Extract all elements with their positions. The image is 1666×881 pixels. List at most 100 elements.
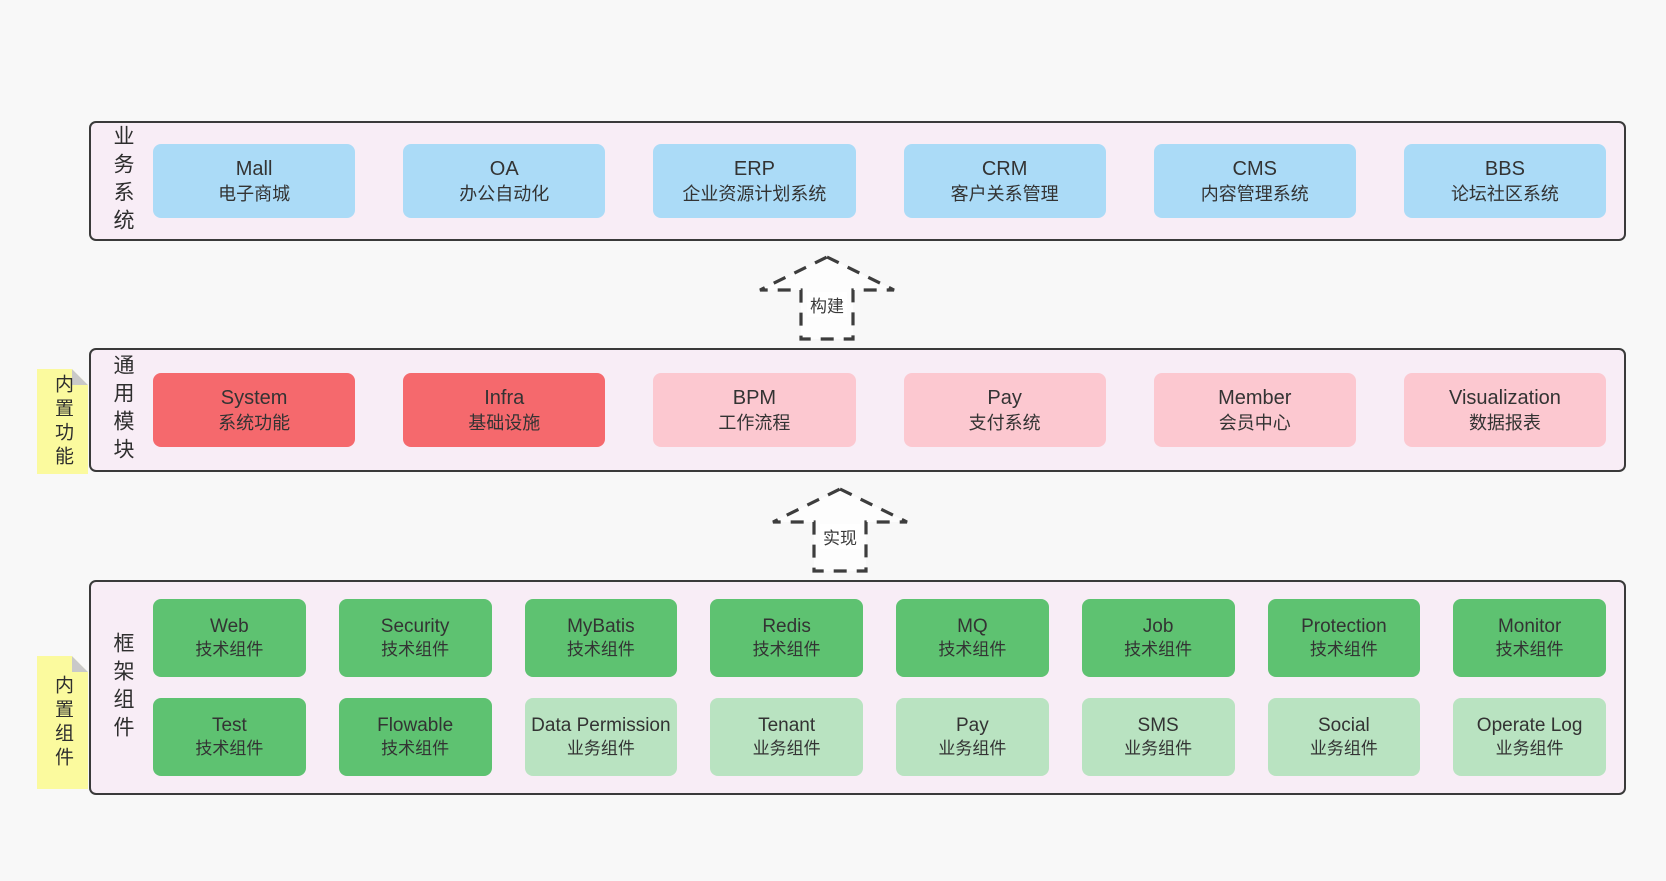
box-system-desc: 系统功能 [218,412,291,433]
box-pay-component-name: Pay [956,715,989,737]
box-monitor: Monitor 技术组件 [1453,599,1606,677]
box-flowable: Flowable 技术组件 [338,698,492,776]
box-mq-name: MQ [957,616,988,638]
box-visualization-name: Visualization [1448,386,1561,409]
box-data-permission-name: Data Permission [531,715,671,737]
box-cms-name: CMS [1232,157,1277,180]
box-job-desc: 技术组件 [1124,639,1193,659]
box-social: Social 业务组件 [1267,698,1421,776]
box-sms-desc: 业务组件 [1124,738,1193,758]
arrow-implement-label: 实现 [820,524,860,549]
box-flowable-desc: 技术组件 [381,738,450,758]
box-bpm: BPM 工作流程 [653,373,856,447]
box-security-desc: 技术组件 [381,639,450,659]
note-built-in-components-label: 内置组件 [52,674,73,771]
box-bbs-desc: 论坛社区系统 [1450,183,1559,204]
box-oa-name: OA [489,157,519,180]
layer-label-common-modules: 通用模块 [111,354,134,466]
box-visualization: Visualization 数据报表 [1403,373,1607,447]
box-redis: Redis 技术组件 [710,599,863,677]
box-bpm-name: BPM [732,386,777,409]
folded-corner-icon [72,656,88,672]
box-data-permission-desc: 业务组件 [566,738,635,758]
box-pay-module: Pay 支付系统 [903,373,1106,447]
box-crm: CRM 客户关系管理 [903,144,1106,218]
box-infra: Infra 基础设施 [403,373,606,447]
layer-label-business-systems: 业务系统 [111,125,134,237]
box-crm-desc: 客户关系管理 [950,183,1059,204]
box-cms: CMS 内容管理系统 [1153,144,1356,218]
box-operate-log-desc: 业务组件 [1495,738,1564,758]
box-test-name: Test [211,715,247,737]
box-oa-desc: 办公自动化 [459,183,550,204]
box-infra-name: Infra [484,386,525,409]
layer-label-framework-components: 框架组件 [111,631,134,744]
box-protection: Protection 技术组件 [1267,599,1421,677]
box-tenant-name: Tenant [758,715,816,737]
box-web-name: Web [210,616,249,638]
arrow-implement: 实现 [770,486,910,574]
box-data-permission: Data Permission 业务组件 [524,698,678,776]
box-web-desc: 技术组件 [195,639,264,659]
business-systems-row: Mall 电子商城 OA 办公自动化 ERP 企业资源计划系统 CRM 客户关系… [153,123,1624,239]
box-monitor-name: Monitor [1497,616,1562,638]
box-security: Security 技术组件 [338,599,492,677]
box-security-name: Security [380,616,450,638]
arrow-build: 构建 [757,254,897,342]
box-mybatis-name: MyBatis [567,616,635,638]
box-pay-module-desc: 支付系统 [968,412,1041,433]
box-web: Web 技术组件 [153,599,306,677]
arrow-build-label: 构建 [807,292,847,317]
box-system-name: System [220,386,288,409]
box-tenant: Tenant 业务组件 [710,698,863,776]
box-oa: OA 办公自动化 [403,144,606,218]
layer-common-modules: 通用模块 System 系统功能 Infra 基础设施 BPM 工作流程 Pay… [89,348,1626,472]
box-mall-name: Mall [235,157,273,180]
layer-framework-components: 框架组件 Web 技术组件 Security 技术组件 MyBatis 技术组件… [89,580,1626,795]
box-redis-desc: 技术组件 [752,639,821,659]
box-pay-component-desc: 业务组件 [938,738,1007,758]
box-erp-name: ERP [733,157,775,180]
framework-components-grid: Web 技术组件 Security 技术组件 MyBatis 技术组件 Redi… [153,582,1624,793]
box-bbs: BBS 论坛社区系统 [1403,144,1607,218]
box-pay-module-name: Pay [987,386,1022,409]
box-redis-name: Redis [762,616,811,638]
box-visualization-desc: 数据报表 [1468,412,1541,433]
box-protection-desc: 技术组件 [1309,639,1378,659]
box-social-desc: 业务组件 [1309,738,1378,758]
box-monitor-desc: 技术组件 [1495,639,1564,659]
box-infra-desc: 基础设施 [468,412,541,433]
box-system: System 系统功能 [153,373,356,447]
box-pay-component: Pay 业务组件 [896,698,1049,776]
box-member: Member 会员中心 [1153,373,1356,447]
box-job: Job 技术组件 [1081,599,1235,677]
box-bbs-name: BBS [1484,157,1525,180]
box-operate-log: Operate Log 业务组件 [1453,698,1606,776]
note-built-in-features-label: 内置功能 [52,373,73,470]
box-member-name: Member [1218,386,1292,409]
box-mq-desc: 技术组件 [938,639,1007,659]
box-job-name: Job [1142,616,1174,638]
components-row-2: Test 技术组件 Flowable 技术组件 Data Permission … [153,698,1606,776]
components-row-1: Web 技术组件 Security 技术组件 MyBatis 技术组件 Redi… [153,599,1606,677]
box-mybatis: MyBatis 技术组件 [524,599,678,677]
box-bpm-desc: 工作流程 [718,412,791,433]
box-sms-name: SMS [1137,715,1179,737]
box-social-name: Social [1318,715,1370,737]
box-operate-log-name: Operate Log [1476,715,1583,737]
box-cms-desc: 内容管理系统 [1200,183,1309,204]
common-modules-row: System 系统功能 Infra 基础设施 BPM 工作流程 Pay 支付系统… [153,350,1624,470]
box-member-desc: 会员中心 [1218,412,1291,433]
box-mybatis-desc: 技术组件 [566,639,635,659]
box-protection-name: Protection [1301,616,1387,638]
box-crm-name: CRM [981,157,1028,180]
folded-corner-icon [72,369,88,385]
box-test-desc: 技术组件 [195,738,264,758]
box-mall-desc: 电子商城 [218,183,291,204]
box-flowable-name: Flowable [377,715,454,737]
box-erp-desc: 企业资源计划系统 [682,183,827,204]
box-mq: MQ 技术组件 [896,599,1049,677]
box-tenant-desc: 业务组件 [752,738,821,758]
note-built-in-features: 内置功能 [37,369,88,474]
box-mall: Mall 电子商城 [153,144,356,218]
